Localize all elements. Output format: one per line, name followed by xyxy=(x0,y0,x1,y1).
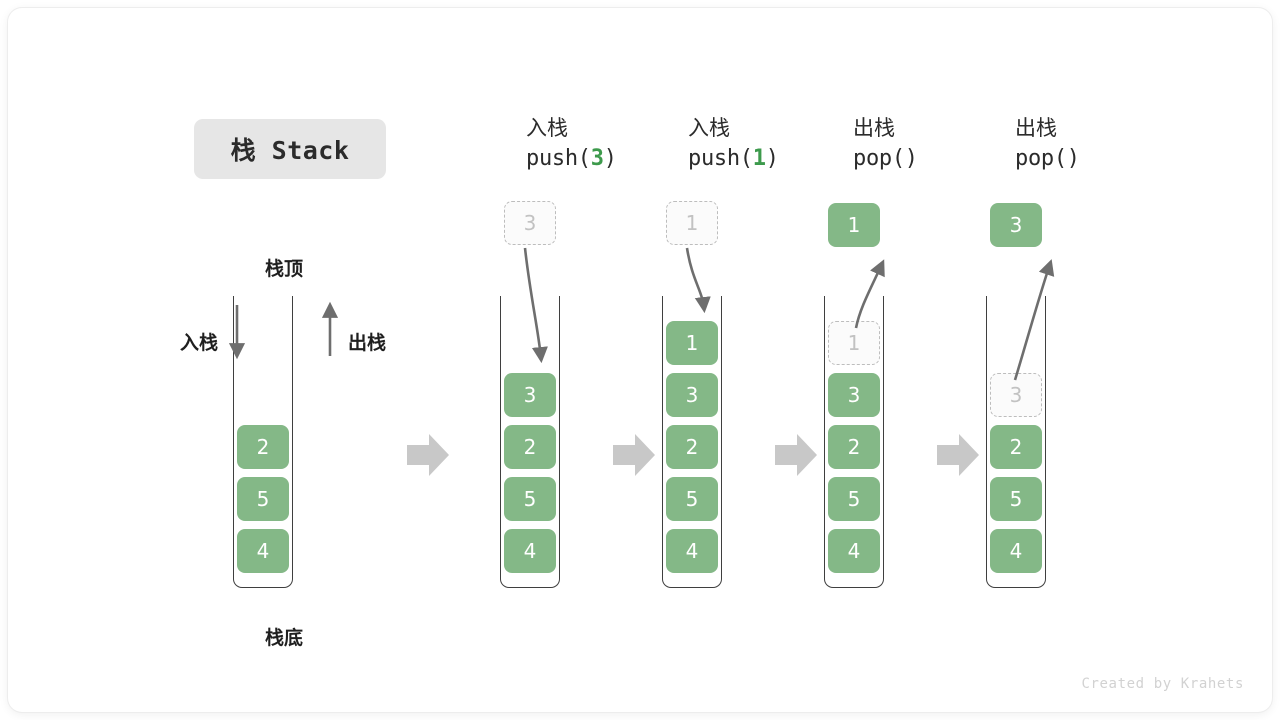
stack-cell: 3 xyxy=(666,373,718,417)
code-prefix: pop( xyxy=(1015,146,1067,171)
incoming-value-ghost: 3 xyxy=(504,201,556,245)
popped-value: 1 xyxy=(828,203,880,247)
code-prefix: push( xyxy=(526,146,591,171)
step-caption-cn: 入栈 xyxy=(688,117,730,140)
step-caption-cn: 入栈 xyxy=(526,117,568,140)
removed-cell-ghost: 1 xyxy=(828,321,880,365)
stack-vessel xyxy=(986,296,1046,588)
push-direction-label: 入栈 xyxy=(180,333,219,354)
stack-after-pop-3: 3 3 2 5 4 xyxy=(956,8,1076,712)
stack-cell: 3 xyxy=(828,373,880,417)
stack-top-label: 栈顶 xyxy=(265,259,304,280)
stack-after-push-1: 1 1 3 2 5 4 xyxy=(632,8,752,712)
stack-cell: 5 xyxy=(990,477,1042,521)
stack-cell: 5 xyxy=(666,477,718,521)
stack-initial: 2 5 4 xyxy=(203,8,323,712)
stack-cell: 2 xyxy=(828,425,880,469)
removed-cell-ghost: 3 xyxy=(990,373,1042,417)
stack-vessel xyxy=(662,296,722,588)
step-caption-code: push(3) xyxy=(526,143,676,175)
page-title: 栈 Stack xyxy=(230,136,350,165)
stack-vessel xyxy=(824,296,884,588)
step-caption-code: pop() xyxy=(1015,143,1165,175)
step-caption-push-3: 入栈 push(3) xyxy=(526,115,676,175)
stack-bottom-label: 栈底 xyxy=(265,628,304,649)
diagram-title-chip: 栈 Stack xyxy=(194,119,386,179)
pop-direction-label: 出栈 xyxy=(348,333,387,354)
code-argument: 1 xyxy=(752,146,766,171)
stack-after-push-3: 3 3 2 5 4 xyxy=(470,8,590,712)
stack-cell: 4 xyxy=(504,529,556,573)
incoming-value-ghost: 1 xyxy=(666,201,718,245)
code-suffix: ) xyxy=(904,146,918,171)
step-caption-push-1: 入栈 push(1) xyxy=(688,115,838,175)
step-caption-pop-3: 出栈 pop() xyxy=(1015,115,1165,175)
stack-cell: 5 xyxy=(237,477,289,521)
code-suffix: ) xyxy=(1066,146,1080,171)
diagram-card: 栈 Stack 栈顶 栈底 入栈 出栈 入栈 push(3) 入栈 push(1… xyxy=(8,8,1272,712)
stack-cell: 2 xyxy=(237,425,289,469)
footer-credit: Created by Krahets xyxy=(1081,676,1244,692)
code-prefix: push( xyxy=(688,146,753,171)
stack-cell: 2 xyxy=(666,425,718,469)
code-argument: 3 xyxy=(590,146,604,171)
stack-cell: 4 xyxy=(828,529,880,573)
step-arrow-1 xyxy=(407,434,449,476)
code-prefix: pop( xyxy=(853,146,905,171)
step-caption-pop-1: 出栈 pop() xyxy=(853,115,1003,175)
code-suffix: ) xyxy=(765,146,779,171)
step-caption-cn: 出栈 xyxy=(853,117,895,140)
stack-cell: 4 xyxy=(237,529,289,573)
stack-cell: 2 xyxy=(990,425,1042,469)
step-caption-cn: 出栈 xyxy=(1015,117,1057,140)
stack-vessel xyxy=(500,296,560,588)
step-caption-code: push(1) xyxy=(688,143,838,175)
stack-cell: 5 xyxy=(504,477,556,521)
stack-cell: 1 xyxy=(666,321,718,365)
code-suffix: ) xyxy=(603,146,617,171)
stack-cell: 4 xyxy=(990,529,1042,573)
step-caption-code: pop() xyxy=(853,143,1003,175)
stack-vessel xyxy=(233,296,293,588)
stack-cell: 4 xyxy=(666,529,718,573)
stack-cell: 2 xyxy=(504,425,556,469)
stack-cell: 3 xyxy=(504,373,556,417)
stack-cell: 5 xyxy=(828,477,880,521)
popped-value: 3 xyxy=(990,203,1042,247)
stack-after-pop-1: 1 1 3 2 5 4 xyxy=(794,8,914,712)
